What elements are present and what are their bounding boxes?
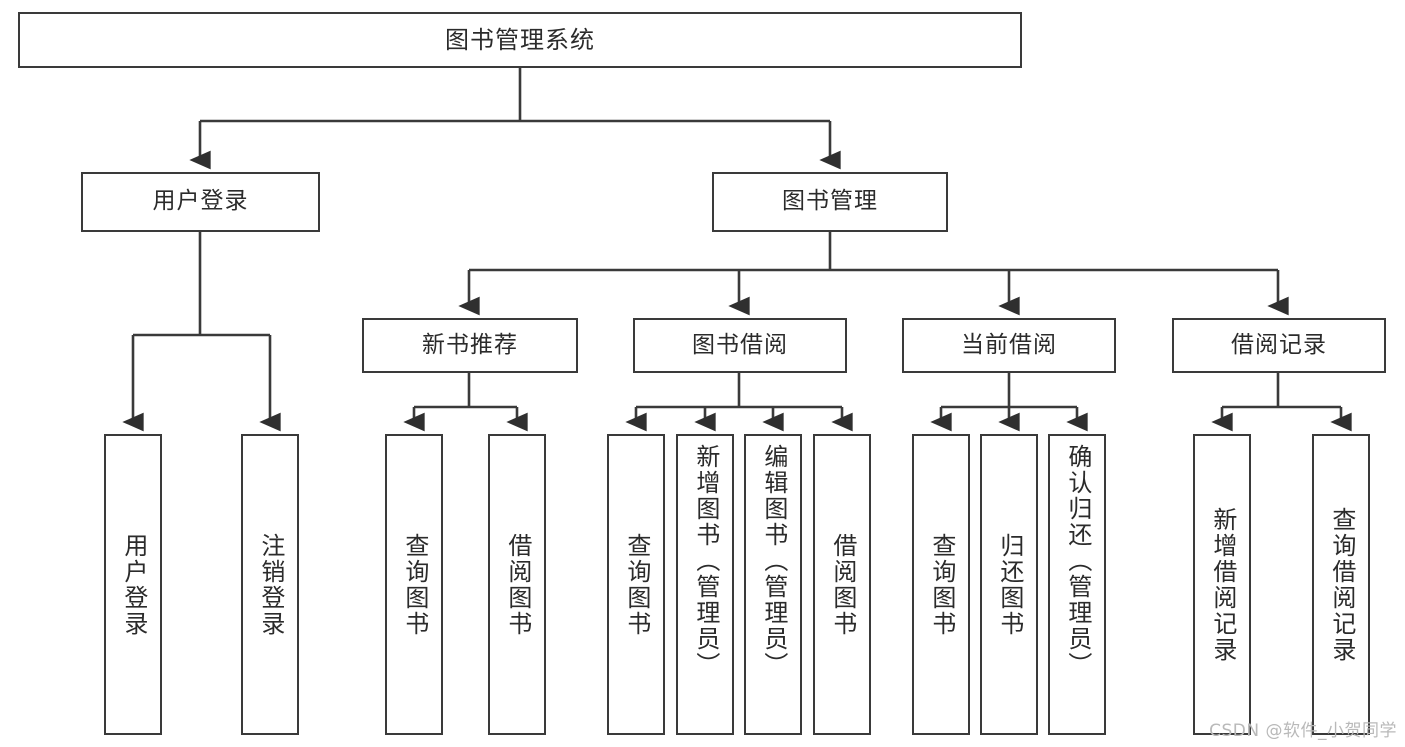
leaf-borrow-book[interactable]: 借阅图书 — [813, 434, 871, 735]
leaf-return-book[interactable]: 归还图书 — [980, 434, 1038, 735]
node-label: 用户登录 — [152, 188, 249, 215]
leaf-logout[interactable]: 注销登录 — [241, 434, 299, 735]
node-book-management[interactable]: 图书管理 — [712, 172, 948, 232]
leaf-query-book-borrow[interactable]: 查询图书 — [607, 434, 665, 735]
watermark: CSDN @软件_小贺同学 — [1209, 721, 1397, 741]
leaf-label: 借阅图书 — [503, 532, 532, 637]
leaf-label: 新增借阅记录 — [1208, 506, 1237, 663]
leaf-label: 确认归还（管理员） — [1063, 444, 1092, 678]
node-label: 图书管理系统 — [445, 25, 595, 54]
node-book-borrow[interactable]: 图书借阅 — [633, 318, 847, 373]
leaf-add-borrow-record[interactable]: 新增借阅记录 — [1193, 434, 1251, 735]
node-label: 新书推荐 — [422, 331, 518, 358]
leaf-label: 查询借阅记录 — [1327, 506, 1356, 663]
leaf-label: 查询图书 — [927, 532, 956, 637]
leaf-label: 编辑图书（管理员） — [759, 444, 788, 678]
leaf-confirm-return-admin[interactable]: 确认归还（管理员） — [1048, 434, 1106, 735]
leaf-add-book-admin[interactable]: 新增图书（管理员） — [676, 434, 734, 735]
leaf-label: 注销登录 — [256, 532, 285, 637]
leaf-query-borrow-record[interactable]: 查询借阅记录 — [1312, 434, 1370, 735]
node-label: 图书管理 — [782, 188, 878, 215]
node-label: 图书借阅 — [692, 331, 788, 358]
leaf-label: 新增图书（管理员） — [691, 444, 720, 678]
leaf-label: 查询图书 — [622, 532, 651, 637]
leaf-query-book-recommend[interactable]: 查询图书 — [385, 434, 443, 735]
node-label: 借阅记录 — [1231, 331, 1327, 358]
node-current-borrow[interactable]: 当前借阅 — [902, 318, 1116, 373]
leaf-borrow-book-recommend[interactable]: 借阅图书 — [488, 434, 546, 735]
leaf-edit-book-admin[interactable]: 编辑图书（管理员） — [744, 434, 802, 735]
node-borrow-record[interactable]: 借阅记录 — [1172, 318, 1386, 373]
leaf-label: 用户登录 — [119, 532, 148, 637]
leaf-query-book-current[interactable]: 查询图书 — [912, 434, 970, 735]
node-label: 当前借阅 — [961, 331, 1057, 358]
leaf-user-login[interactable]: 用户登录 — [104, 434, 162, 735]
leaf-label: 借阅图书 — [828, 532, 857, 637]
node-new-book-recommend[interactable]: 新书推荐 — [362, 318, 578, 373]
leaf-label: 归还图书 — [995, 532, 1024, 637]
node-user-login[interactable]: 用户登录 — [81, 172, 320, 232]
node-root-system[interactable]: 图书管理系统 — [18, 12, 1022, 68]
leaf-label: 查询图书 — [400, 532, 429, 637]
